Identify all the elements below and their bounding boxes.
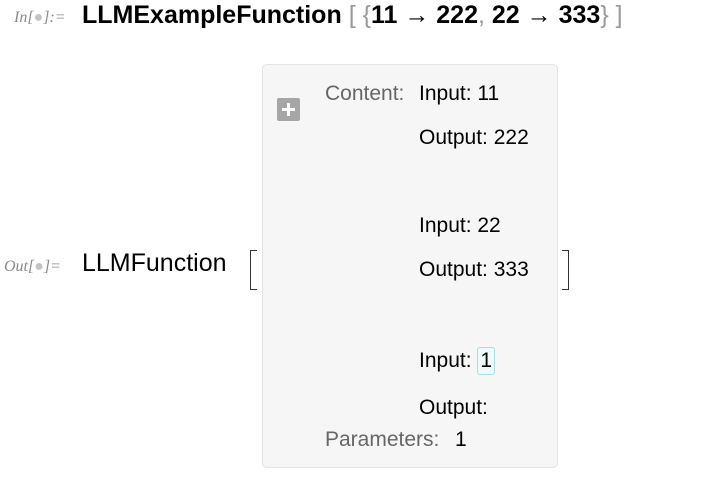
output-label-suffix: ]= — [43, 258, 61, 275]
function-name: LLMExampleFunction — [82, 1, 342, 29]
summary-box: Content: Input: 11 Output: 222 Input: 22… — [262, 64, 558, 468]
input-label-suffix: ]:= — [43, 9, 66, 26]
example-1-input: Input: 11 — [419, 82, 500, 105]
output-head: LLMFunction — [82, 249, 227, 277]
expand-icon[interactable] — [277, 98, 300, 121]
input-cell-label: In[●]:= — [14, 9, 66, 27]
parameters-key: Parameters: — [325, 428, 440, 451]
example-2-input: Input: 22 — [419, 214, 501, 237]
comma: , — [477, 1, 485, 29]
example-1-output: Output: 222 — [419, 126, 529, 149]
example-2-output: Output: 333 — [419, 258, 529, 281]
template-input-label: Input: — [419, 349, 472, 372]
input-code[interactable]: LLMExampleFunction [ {11 → 222, 22 → 333… — [82, 0, 623, 30]
output-label-prefix: Out[ — [4, 258, 35, 275]
template-input: Input: 1 — [419, 347, 496, 375]
cell-status-dot-icon: ● — [33, 9, 44, 26]
parameters-value: 1 — [455, 428, 467, 451]
content-key: Content: — [325, 82, 405, 105]
template-slot[interactable]: 1 — [477, 347, 496, 375]
open-brace: { — [362, 1, 371, 29]
rule-1: 11 → 222 — [370, 1, 478, 29]
open-bracket: [ — [348, 1, 356, 29]
template-output: Output: — [419, 396, 488, 419]
close-brace: } — [600, 1, 609, 29]
left-bracket — [250, 250, 257, 290]
right-bracket — [562, 250, 569, 290]
close-bracket: ] — [615, 1, 623, 29]
rule-2: 22 → 333 — [491, 1, 601, 29]
input-label-prefix: In[ — [14, 9, 34, 26]
output-cell-label: Out[●]= — [4, 258, 61, 276]
cell-status-dot-icon: ● — [34, 258, 44, 275]
